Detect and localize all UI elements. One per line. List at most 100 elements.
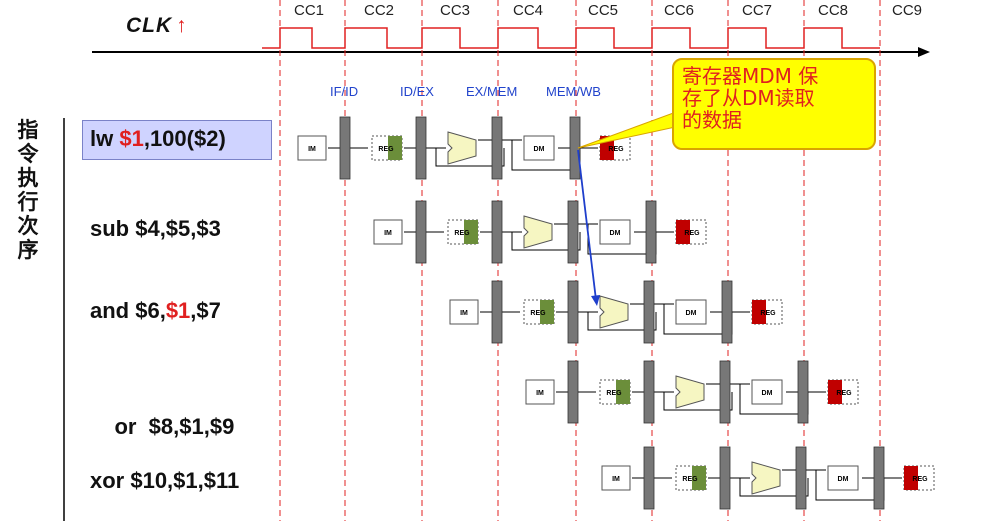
pipeline-register-bar [645,200,657,264]
pipeline-register-bar [491,200,503,264]
im-box [373,219,403,245]
axis-arrow-icon [918,47,930,57]
im-label: IM [460,310,468,317]
dm-label: DM [534,146,545,153]
instr-text: ,$7 [190,298,221,323]
pipeline-register-label: IF/ID [330,84,359,99]
alu-shape [523,215,553,249]
reg-read-fill [692,466,706,490]
pipeline-register-label: EX/MEM [466,84,518,99]
pipeline-register-bar [643,280,655,344]
clock-label: CLK↑ [126,14,188,37]
forward-arrow-head-icon [591,295,600,306]
cycle-label: CC6 [664,2,695,19]
reg-write-fill [904,466,918,490]
pipeline-register-label: MEM/WB [546,84,601,99]
reg-read-fill [540,300,554,324]
reg-label: REG [836,390,852,397]
pipeline-register-bar [567,200,579,264]
im-box [449,299,479,325]
dm-box [827,465,859,491]
reg-label: REG [454,230,470,237]
instruction-and: and $6,$1,$7 [90,298,221,324]
instr-text: ,100($2) [143,126,226,151]
instr-register: $1 [165,298,191,323]
callout-line: 存了从DM读取 [682,86,815,110]
pipeline-register-bar [339,116,351,180]
reg-read-fill [616,380,630,404]
callout-line: 寄存器MDM 保 [682,64,819,88]
reg-label: REG [608,146,624,153]
dm-label: DM [838,476,849,483]
instr-text: lw [90,126,120,151]
callout-note: 寄存器MDM 保 存了从DM读取 的数据 [672,58,876,150]
cycle-label: CC4 [513,2,544,19]
execution-order-label: 指令执行次序 [17,118,39,262]
pipeline-register-bar [719,446,731,510]
reg-label: REG [760,310,776,317]
wire [663,392,733,411]
im-box [601,465,631,491]
pipeline-register-bar [643,446,655,510]
pipeline-register-bar [721,280,733,344]
cycle-label: CC1 [294,2,325,19]
instr-text: and $6, [90,298,166,323]
callout-line: 的数据 [682,108,742,132]
forwarding-arrow [577,149,597,301]
pipeline-register-bar [415,116,427,180]
im-label: IM [384,230,392,237]
instruction-xor: xor $10,$1,$11 [90,468,239,494]
instruction-lw: lw $1,100($2) [90,126,226,152]
dm-label: DM [762,390,773,397]
pipeline-register-bar [795,446,807,510]
im-label: IM [536,390,544,397]
dm-box [751,379,783,405]
im-label: IM [308,146,316,153]
pipeline-register-bar [491,116,503,180]
pipeline-register-bar [567,280,579,344]
reg-label: REG [606,390,622,397]
dm-label: DM [610,230,621,237]
im-label: IM [612,476,620,483]
reg-label: REG [530,310,546,317]
alu-shape [751,461,781,495]
reg-write-fill [752,300,766,324]
reg-label: REG [684,230,700,237]
reg-write-fill [828,380,842,404]
reg-label: REG [378,146,394,153]
reg-read-fill [388,136,402,160]
reg-label: REG [912,476,928,483]
cycle-label: CC8 [818,2,849,19]
wire [587,312,657,331]
pipeline-register-bar [415,200,427,264]
clock-waveform [262,27,880,49]
alu-shape [675,375,705,409]
pipeline-register-bar [797,360,809,424]
clock-edge-icon: ↑ [176,14,188,37]
pipeline-register-bar [873,446,885,510]
pipeline-register-bar [491,280,503,344]
im-box [297,135,327,161]
dm-box [599,219,631,245]
instr-text: or $8,$1,$9 [114,414,235,439]
dm-box [675,299,707,325]
instruction-sub: sub $4,$5,$3 [90,216,221,242]
cycle-label: CC7 [742,2,773,19]
pipeline-register-label: ID/EX [400,84,434,99]
im-box [525,379,555,405]
instruction-or: or $8,$1,$9 [90,388,234,466]
instr-text: xor $10,$1,$11 [90,468,240,493]
dm-label: DM [686,310,697,317]
alu-shape [447,131,477,165]
wire [435,148,505,167]
pipeline-register-bar [567,360,579,424]
highlight-box [82,120,272,160]
cycle-label: CC9 [892,2,923,19]
reg-write-fill [676,220,690,244]
instr-register: $1 [119,126,144,151]
wire [511,232,581,251]
dm-box [523,135,555,161]
pipeline-register-bar [643,360,655,424]
